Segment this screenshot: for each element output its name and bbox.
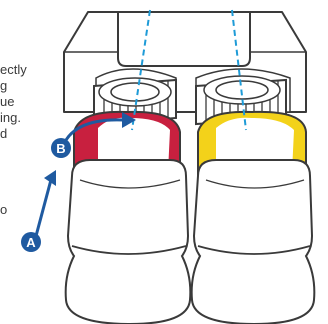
arrow-up-curved-icon — [36, 170, 56, 236]
step-badge-b-label: B — [56, 141, 65, 156]
step-badge-a: A — [21, 232, 41, 252]
left-connector-boot — [66, 160, 191, 324]
step-badge-b: B — [51, 138, 71, 158]
right-connector-boot — [192, 160, 315, 324]
step-badge-a-label: A — [26, 235, 36, 250]
